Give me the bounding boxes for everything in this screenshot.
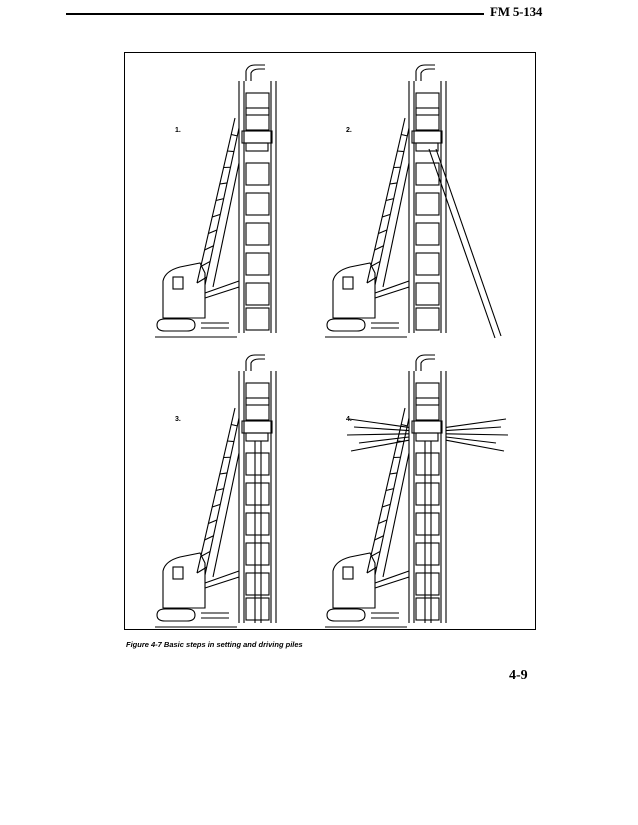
step-label-4: 4.	[346, 416, 352, 423]
pile-rig-panel-4	[325, 355, 508, 627]
header-rule	[66, 13, 484, 15]
step-label-1: 1.	[175, 127, 181, 134]
pile-rig-panel-3	[155, 355, 276, 627]
figure-caption: Figure 4-7 Basic steps in setting and dr…	[126, 640, 303, 649]
document-id: FM 5-134	[490, 4, 542, 20]
figure-frame: 1. 2. 3. 4.	[124, 52, 536, 630]
pile-driving-illustration	[125, 53, 535, 628]
step-label-2: 2.	[346, 127, 352, 134]
page-number: 4-9	[509, 668, 528, 684]
pile-rig-panel-1	[155, 65, 276, 337]
pile-rig-panel-2	[325, 65, 501, 338]
step-label-3: 3.	[175, 416, 181, 423]
